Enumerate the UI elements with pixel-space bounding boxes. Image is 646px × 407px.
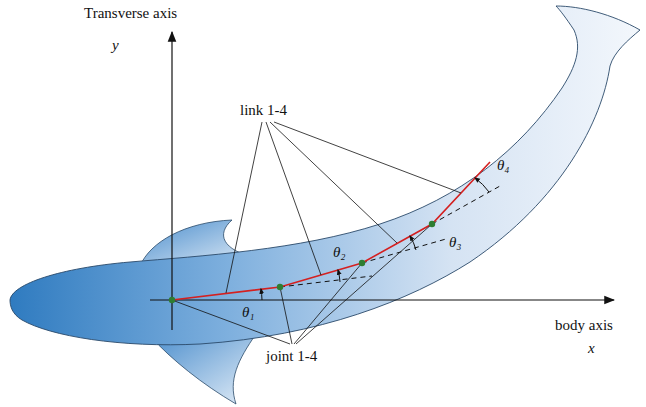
link-chain [172,162,490,300]
axis-symbol: x [588,339,595,357]
transverse-axis [171,32,172,330]
leader-line [172,122,461,344]
part-label: link 1-4 [240,101,287,119]
part-label: joint 1-4 [266,347,317,365]
axis-title: Transverse axis [84,4,177,22]
angle-label: θ₄ [497,156,510,174]
axis-symbol: y [112,36,119,54]
joint-dot [169,221,435,303]
body-axis [150,299,614,300]
angle-label: θ₁ [242,303,255,321]
fish-body [10,6,640,345]
angle-label: θ₂ [333,243,346,261]
axis-title: body axis [555,316,613,334]
angle-arc [261,178,489,300]
angle-label: θ₃ [449,233,462,251]
